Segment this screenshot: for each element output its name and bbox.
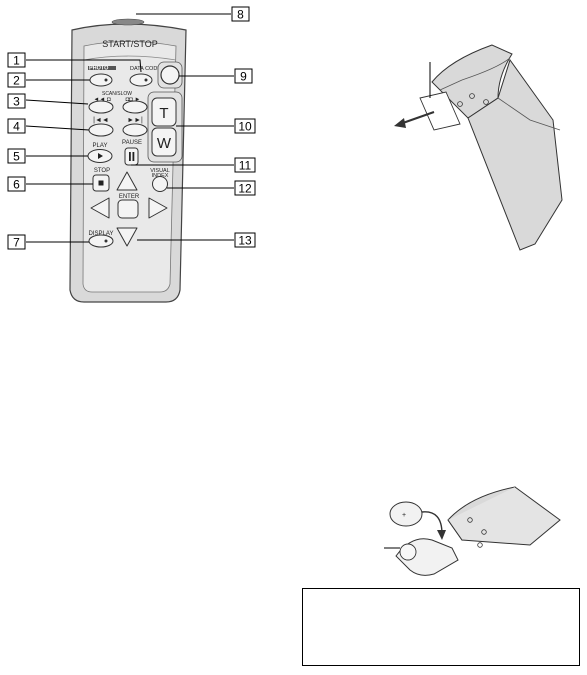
callout-4: 4: [7, 118, 26, 134]
data-code-button[interactable]: [129, 73, 153, 87]
svg-text:1: 1: [13, 54, 20, 68]
start-stop-button[interactable]: [160, 65, 180, 85]
prev-next-row: |◄◄ ►►|: [88, 117, 148, 137]
svg-text:11: 11: [239, 159, 252, 173]
previous-button[interactable]: [88, 123, 114, 137]
callout-10: 10: [234, 118, 256, 134]
svg-text:10: 10: [238, 120, 252, 134]
display-group: DISPLAY: [88, 231, 114, 248]
svg-text:6: 6: [13, 178, 20, 192]
visual-index-label-2: INDEX: [152, 173, 169, 179]
callout-11: 11: [234, 157, 256, 173]
insulation-sheet-illustration: [394, 44, 563, 251]
callout-12: 12: [234, 180, 256, 196]
zoom-t-label: T: [159, 105, 168, 122]
callout-5: 5: [7, 148, 26, 164]
scan-rewind-button[interactable]: [88, 100, 114, 114]
left-arrow-button[interactable]: [90, 197, 110, 219]
prev-glyph: |◄◄: [93, 117, 109, 124]
scan-slow-row: SCAN/SLOW ◄◄ ◘ ◘◘ ►: [88, 91, 148, 114]
callout-6: 6: [7, 176, 26, 192]
next-glyph: ►►|: [127, 117, 143, 124]
svg-text:+: +: [402, 512, 406, 519]
zoom-lever: T W: [147, 91, 183, 163]
callout-leaders: [25, 13, 234, 243]
battery-replacement-illustration: +: [384, 486, 561, 576]
ir-emitter: [111, 18, 145, 26]
play-pause-row: PLAY PAUSE: [87, 140, 142, 166]
enter-button[interactable]: [117, 199, 139, 219]
display-button[interactable]: [88, 234, 114, 248]
scan-forward-button[interactable]: [122, 100, 148, 114]
callout-boxes: 1 2 3 4 5 6 7 8 9 10 11 12 13: [7, 6, 256, 250]
scan-slow-label: SCAN/SLOW: [102, 91, 132, 97]
svg-text:8: 8: [237, 8, 244, 22]
lithium-battery: [389, 501, 423, 527]
display-label: DISPLAY: [89, 231, 114, 237]
callout-9: 9: [234, 68, 253, 84]
visual-index-group: VISUAL INDEX: [150, 168, 170, 192]
photo-button[interactable]: [89, 73, 113, 87]
note-box: [302, 588, 580, 666]
svg-text:3: 3: [13, 95, 20, 109]
callout-2: 2: [7, 72, 26, 88]
up-arrow-button[interactable]: [116, 171, 138, 191]
play-label: PLAY: [93, 143, 108, 149]
data-code-label: DATA CODE: [130, 66, 161, 72]
svg-text:13: 13: [238, 234, 252, 248]
svg-text:5: 5: [13, 150, 20, 164]
insulation-sheet: [419, 91, 461, 131]
start-stop-label: START/STOP: [102, 39, 158, 49]
next-button[interactable]: [122, 123, 148, 137]
visual-index-label: VISUAL: [150, 168, 170, 174]
svg-text:12: 12: [238, 182, 252, 196]
pull-arrow-icon: [399, 111, 435, 125]
forward-glyph: ◘◘ ►: [126, 97, 141, 103]
zoom-w-label: W: [157, 135, 172, 152]
callout-13: 13: [234, 232, 256, 248]
top-button-row: PHOTO DATA CODE: [88, 61, 183, 89]
photo-label: PHOTO: [89, 66, 109, 72]
right-arrow-button[interactable]: [148, 197, 168, 219]
svg-text:9: 9: [240, 70, 247, 84]
callout-7: 7: [7, 234, 26, 250]
visual-index-button[interactable]: [152, 176, 168, 192]
direction-pad: ENTER: [90, 171, 168, 247]
stop-group: STOP: [92, 168, 110, 192]
stop-label: STOP: [94, 168, 110, 174]
pause-button[interactable]: [124, 147, 139, 166]
pause-label: PAUSE: [122, 140, 142, 146]
enter-label: ENTER: [119, 194, 140, 200]
callout-3: 3: [7, 93, 26, 109]
svg-text:7: 7: [13, 236, 20, 250]
rewind-glyph: ◄◄ ◘: [93, 97, 111, 103]
zoom-wide-button[interactable]: [151, 127, 177, 157]
callout-8: 8: [231, 6, 250, 22]
svg-text:2: 2: [13, 74, 20, 88]
callout-1: 1: [7, 52, 26, 68]
svg-text:4: 4: [13, 120, 20, 134]
zoom-tele-button[interactable]: [151, 97, 177, 127]
down-arrow-button[interactable]: [116, 227, 138, 247]
